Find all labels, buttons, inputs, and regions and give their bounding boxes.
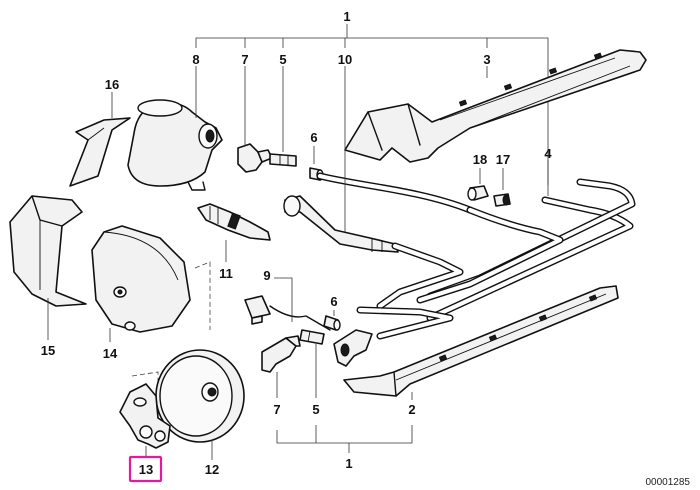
label-10: 10 bbox=[338, 52, 352, 67]
label-11: 11 bbox=[219, 266, 233, 281]
label-15: 15 bbox=[41, 343, 55, 358]
label-13: 13 bbox=[139, 462, 153, 477]
highlighted-callout-13[interactable]: 13 bbox=[128, 455, 163, 483]
distributor-housing bbox=[91, 225, 191, 342]
callout-labels: 1 8 7 5 10 3 16 6 18 17 4 11 9 6 15 14 7… bbox=[41, 9, 553, 477]
bracket-13 bbox=[119, 383, 171, 458]
label-5-bottom: 5 bbox=[312, 402, 319, 417]
label-12: 12 bbox=[205, 462, 219, 477]
grommet-17 bbox=[493, 168, 511, 207]
label-6-mid: 6 bbox=[330, 294, 337, 309]
ferrule-mid bbox=[323, 310, 341, 331]
dust-shield bbox=[9, 195, 87, 340]
bottom-group-bracket bbox=[276, 425, 413, 453]
disc-pulley bbox=[155, 349, 245, 460]
highlight-box bbox=[128, 455, 163, 483]
drawing-number: 00001285 bbox=[646, 477, 691, 488]
label-4: 4 bbox=[544, 146, 552, 161]
label-1-top: 1 bbox=[343, 9, 350, 24]
label-14: 14 bbox=[103, 346, 118, 361]
plug-boot-bottom bbox=[261, 335, 301, 398]
cable-cover-top bbox=[344, 49, 647, 163]
distributor-cap bbox=[127, 66, 223, 191]
label-9: 9 bbox=[263, 268, 270, 283]
label-16: 16 bbox=[105, 77, 119, 92]
label-3: 3 bbox=[483, 52, 490, 67]
label-7-top: 7 bbox=[241, 52, 248, 67]
label-8: 8 bbox=[192, 52, 199, 67]
coil-lead bbox=[283, 66, 474, 253]
top-group-bracket bbox=[195, 24, 549, 185]
label-18: 18 bbox=[473, 152, 487, 167]
label-17: 17 bbox=[496, 152, 510, 167]
label-6-top: 6 bbox=[310, 130, 317, 145]
cable-cover-bottom bbox=[343, 285, 619, 400]
label-7-bottom: 7 bbox=[273, 402, 280, 417]
bracket-16 bbox=[69, 92, 131, 187]
label-1-bottom: 1 bbox=[345, 456, 352, 471]
label-5-top: 5 bbox=[279, 52, 286, 67]
suppressor-connector bbox=[244, 277, 331, 331]
label-2: 2 bbox=[408, 402, 415, 417]
harness-boot bbox=[333, 329, 373, 367]
grommet-18 bbox=[467, 168, 489, 201]
spark-plug bbox=[197, 203, 271, 262]
connector-bottom bbox=[299, 329, 325, 398]
plug-boot-top bbox=[237, 66, 273, 173]
connector-top bbox=[269, 66, 297, 167]
ignition-lead-harness bbox=[356, 160, 636, 340]
